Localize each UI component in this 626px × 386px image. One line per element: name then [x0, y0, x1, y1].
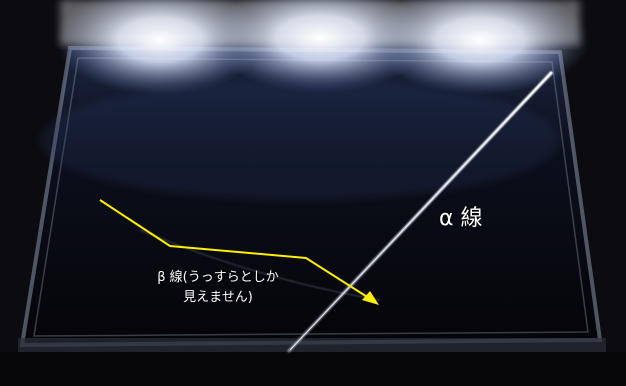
beta-arrow-line — [99, 199, 373, 301]
alpha-track-core — [289, 71, 553, 351]
base-shadow — [0, 352, 626, 386]
haze — [40, 80, 560, 200]
alpha-ray-label: α 線 — [439, 206, 483, 231]
beta-ray-label-line1: β 線(うっすらとしか — [157, 270, 279, 285]
beta-ray-label-line2: 見えません) — [183, 290, 253, 305]
chamber-base — [18, 338, 606, 352]
beta-arrow-head — [362, 291, 379, 305]
beta-ray-label: β 線(うっすらとしか 見えません) — [118, 268, 318, 308]
beta-track — [139, 229, 381, 301]
top-bright-band — [60, 0, 580, 45]
